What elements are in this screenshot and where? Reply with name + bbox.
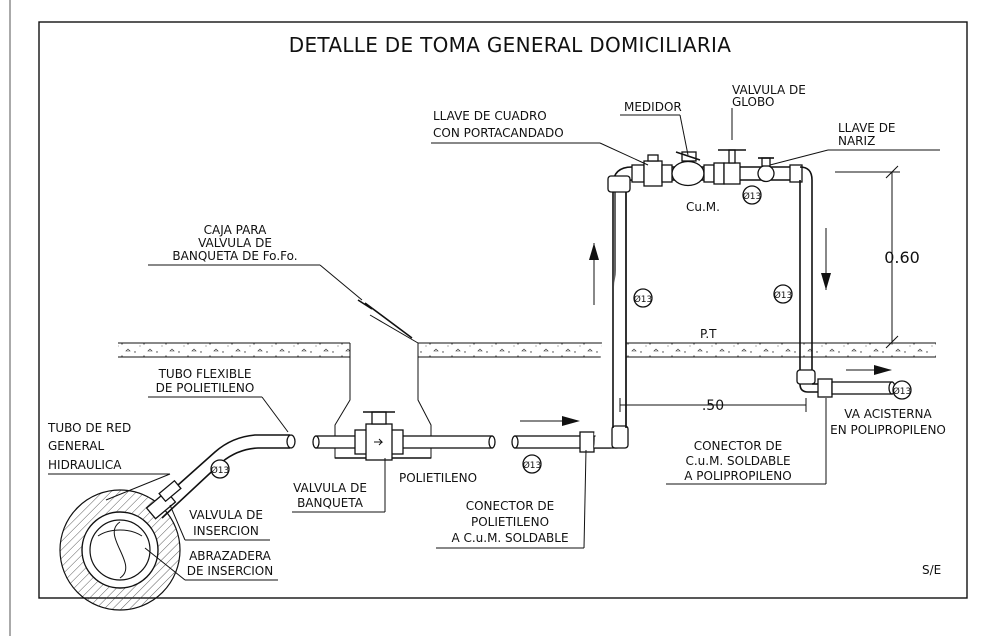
label-valvula-globo-1: VALVULA DE — [732, 83, 806, 97]
flow-arrows — [520, 228, 892, 426]
diameter-tag: Ø13 — [893, 386, 912, 397]
label-llave-nariz-1: LLAVE DE — [838, 121, 896, 135]
sidewalk-pipe — [312, 435, 496, 449]
label-valvula-banqueta-2: BANQUETA — [297, 496, 364, 510]
label-tubo-flexible-1: TUBO FLEXIBLE — [158, 367, 252, 381]
label-tubo-red-3: HIDRAULICA — [48, 458, 122, 472]
label-llave-cuadro-2: CON PORTACANDADO — [433, 126, 564, 140]
label-conector-polietileno-1: CONECTOR DE — [466, 499, 555, 513]
label-medidor: MEDIDOR — [624, 100, 682, 114]
label-tubo-red-1: TUBO DE RED — [47, 421, 131, 435]
label-caja-2: VALVULA DE — [198, 236, 272, 250]
label-caja-3: BANQUETA DE Fo.Fo. — [172, 249, 297, 263]
label-valvula-banqueta-1: VALVULA DE — [293, 481, 367, 495]
label-valvula-insercion-2: INSERCION — [193, 524, 259, 538]
label-polietileno: POLIETILENO — [399, 471, 477, 485]
label-conector-cum-2: C.u.M. SOLDABLE — [685, 454, 790, 468]
drawing-title: DETALLE DE TOMA GENERAL DOMICILIARIA — [289, 33, 731, 57]
label-conector-cum-3: A POLIPROPILENO — [684, 469, 791, 483]
drawing-frame — [38, 21, 968, 599]
diameter-tag: Ø13 — [211, 465, 230, 476]
annotation-labels: LLAVE DE CUADRO CON PORTACANDADO MEDIDOR… — [47, 83, 946, 578]
label-llave-nariz-2: NARIZ — [838, 134, 875, 148]
riser-down — [796, 166, 896, 398]
label-va-acisterna-2: EN POLIPROPILENO — [830, 423, 946, 437]
label-tubo-red-2: GENERAL — [48, 439, 105, 453]
label-pt: P.T — [700, 327, 717, 341]
diameter-tag: Ø13 — [774, 290, 793, 301]
diameter-tag: Ø13 — [743, 191, 762, 202]
diameter-tag: Ø13 — [634, 294, 653, 305]
ground-surface — [118, 342, 936, 358]
label-tubo-flexible-2: DE POLIETILENO — [156, 381, 255, 395]
meter-assembly — [631, 149, 803, 187]
label-caja-1: CAJA PARA — [204, 223, 267, 237]
leader-lines — [48, 108, 940, 581]
label-conector-polietileno-3: A C.u.M. SOLDABLE — [451, 531, 568, 545]
label-valvula-insercion-1: VALVULA DE — [189, 508, 263, 522]
height-dimension: 0.60 — [884, 248, 920, 267]
label-va-acisterna-1: VA ACISTERNA — [844, 407, 932, 421]
label-llave-cuadro-1: LLAVE DE CUADRO — [433, 109, 547, 123]
label-valvula-globo-2: GLOBO — [732, 95, 774, 109]
diameter-tags: Ø13 Ø13 Ø13 Ø13 Ø13 Ø13 — [210, 185, 912, 479]
main-water-pipe — [59, 489, 181, 611]
label-abrazadera-1: ABRAZADERA — [189, 549, 272, 563]
label-scale: S/E — [922, 563, 941, 577]
diameter-tag: Ø13 — [523, 460, 542, 471]
dimensions: 0.60 .50 — [619, 165, 920, 414]
riser-up — [607, 166, 633, 428]
label-abrazadera-2: DE INSERCION — [187, 564, 273, 578]
label-cum: Cu.M. — [686, 200, 720, 214]
sidewalk-valve — [354, 411, 404, 461]
label-conector-polietileno-2: POLIETILENO — [471, 515, 549, 529]
width-dimension: .50 — [702, 398, 724, 414]
label-conector-cum-1: CONECTOR DE — [694, 439, 783, 453]
service-pipe — [511, 190, 629, 453]
flexible-tube — [145, 434, 296, 520]
